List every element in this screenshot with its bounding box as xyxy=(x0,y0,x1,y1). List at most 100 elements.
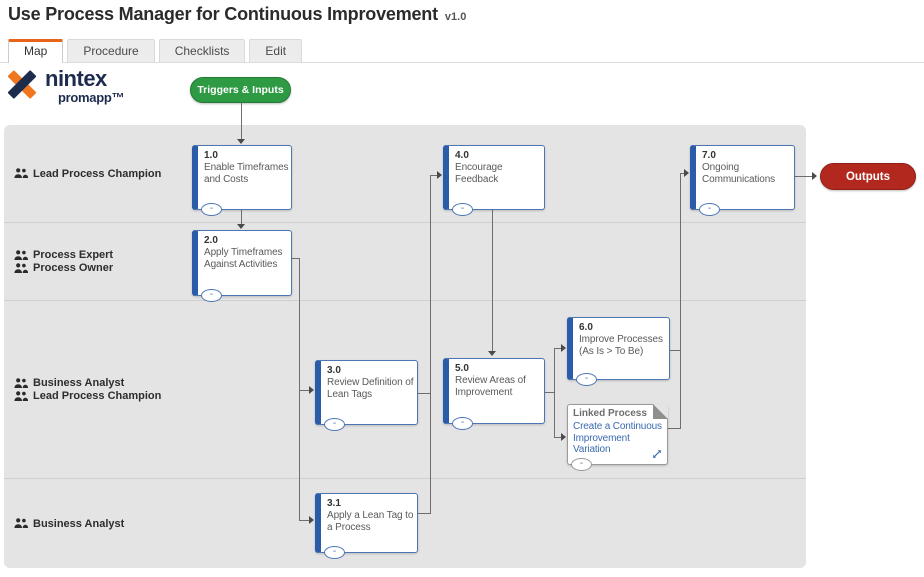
tabs: Map Procedure Checklists Edit xyxy=(8,39,306,63)
role-name: Lead Process Champion xyxy=(33,390,162,402)
activity-label: Review Definition of Lean Tags xyxy=(327,377,414,400)
people-icon xyxy=(14,518,28,528)
connector-line xyxy=(554,348,555,437)
activity-label: Encourage Feedback xyxy=(455,162,503,185)
activity-number: 3.1 xyxy=(327,498,341,509)
nintex-promapp-logo: nintex promapp™ xyxy=(7,66,138,110)
connector-line xyxy=(299,258,300,520)
role-name: Lead Process Champion xyxy=(33,167,162,180)
triggers-inputs-pill[interactable]: Triggers & Inputs xyxy=(190,77,291,103)
collapse-button[interactable]: - xyxy=(576,373,597,386)
activity-label: Apply a Lean Tag to a Process xyxy=(327,510,414,533)
logo-brand-text: nintex xyxy=(45,66,107,91)
connector-line xyxy=(680,173,685,174)
tab-map[interactable]: Map xyxy=(8,39,64,63)
activity-number: 2.0 xyxy=(204,235,218,246)
lane-4: Business Analyst xyxy=(4,478,806,568)
activity-label: Improve Processes (As Is > To Be) xyxy=(579,334,663,357)
activity-label: Ongoing Communications xyxy=(702,162,776,185)
collapse-button[interactable]: - xyxy=(452,203,473,216)
arrow-down-icon xyxy=(237,139,245,144)
connector-line xyxy=(554,348,562,349)
connector-line xyxy=(430,175,438,176)
lane-1: Lead Process Champion xyxy=(4,125,806,222)
people-icon xyxy=(14,377,28,388)
arrow-right-icon xyxy=(437,171,442,179)
connector-line xyxy=(545,392,555,393)
activity-box-1-0[interactable]: 1.0 Enable Timeframes and Costs - xyxy=(192,145,292,216)
connector-line xyxy=(292,258,300,259)
tab-checklists[interactable]: Checklists xyxy=(158,39,246,62)
arrow-right-icon xyxy=(309,516,314,524)
people-icon xyxy=(14,262,28,273)
activity-label: Apply Timeframes Against Activities xyxy=(204,247,283,270)
arrow-right-icon xyxy=(684,169,689,177)
collapse-button[interactable]: - xyxy=(452,417,473,430)
role-name: Process Owner xyxy=(33,262,114,274)
folded-corner-icon xyxy=(653,404,668,419)
arrow-right-icon xyxy=(561,344,566,352)
version-badge: v1.0 xyxy=(444,11,467,23)
collapse-button[interactable]: - xyxy=(201,289,222,302)
lane-2: Process Expert Process Owner xyxy=(4,222,806,300)
arrow-right-icon xyxy=(812,172,817,180)
activity-label: Review Areas of Improvement xyxy=(455,375,526,398)
role-label: Process Owner xyxy=(14,262,113,274)
connector-line xyxy=(299,390,310,391)
connector-line xyxy=(670,350,681,351)
activity-number: 7.0 xyxy=(702,150,716,161)
collapse-button[interactable]: - xyxy=(324,546,345,559)
tab-procedure[interactable]: Procedure xyxy=(67,39,155,62)
connector-line xyxy=(418,393,431,394)
connector-line xyxy=(668,428,681,429)
activity-label: Enable Timeframes and Costs xyxy=(204,162,289,185)
connector-line xyxy=(430,175,431,513)
outputs-pill[interactable]: Outputs xyxy=(820,163,916,190)
role-label: Business Analyst xyxy=(14,518,124,530)
people-icon xyxy=(14,390,28,401)
activity-number: 5.0 xyxy=(455,363,469,374)
logo-sub-text: promapp™ xyxy=(58,90,125,105)
arrow-right-icon xyxy=(309,386,314,394)
collapse-button[interactable]: - xyxy=(201,203,222,216)
role-name: Business Analyst xyxy=(33,377,125,389)
activity-number: 3.0 xyxy=(327,365,341,376)
lane-3: Business Analyst Lead Process Champion xyxy=(4,300,806,478)
nintex-x-icon xyxy=(7,70,37,99)
activity-box-3-1[interactable]: 3.1 Apply a Lean Tag to a Process - xyxy=(315,493,418,559)
arrow-down-icon xyxy=(237,224,245,229)
page-title: Use Process Manager for Continuous Impro… xyxy=(8,4,438,24)
connector-line xyxy=(680,173,681,428)
connector-line xyxy=(241,210,242,225)
role-name: Business Analyst xyxy=(33,517,125,530)
activity-box-7-0[interactable]: 7.0 Ongoing Communications - xyxy=(690,145,795,216)
linked-process-link[interactable]: Create a Continuous Improvement Variatio… xyxy=(573,421,662,455)
collapse-button[interactable]: - xyxy=(699,203,720,216)
linked-process-box[interactable]: Linked Process Create a Continuous Impro… xyxy=(567,404,668,471)
connector-line xyxy=(299,520,310,521)
connector-line xyxy=(795,176,813,177)
activity-number: 4.0 xyxy=(455,150,469,161)
arrow-down-icon xyxy=(488,351,496,356)
connector-line xyxy=(418,513,431,514)
collapse-button[interactable]: - xyxy=(571,458,592,471)
activity-box-5-0[interactable]: 5.0 Review Areas of Improvement - xyxy=(443,358,545,430)
activity-number: 1.0 xyxy=(204,150,218,161)
activity-box-4-0[interactable]: 4.0 Encourage Feedback - xyxy=(443,145,545,216)
activity-number: 6.0 xyxy=(579,322,593,333)
page-header: Use Process Manager for Continuous Impro… xyxy=(8,4,466,25)
tab-edit[interactable]: Edit xyxy=(249,39,303,62)
people-icon xyxy=(14,168,28,178)
activity-box-2-0[interactable]: 2.0 Apply Timeframes Against Activities … xyxy=(192,230,292,302)
role-label: Business Analyst xyxy=(14,377,161,389)
role-name: Process Expert xyxy=(33,249,114,261)
people-icon xyxy=(14,249,28,260)
activity-box-3-0[interactable]: 3.0 Review Definition of Lean Tags - xyxy=(315,360,418,431)
collapse-button[interactable]: - xyxy=(324,418,345,431)
activity-box-6-0[interactable]: 6.0 Improve Processes (As Is > To Be) - xyxy=(567,317,670,386)
connector-line xyxy=(492,210,493,352)
expand-icon[interactable] xyxy=(651,448,663,460)
connector-line xyxy=(241,103,242,141)
role-label: Process Expert xyxy=(14,249,113,261)
